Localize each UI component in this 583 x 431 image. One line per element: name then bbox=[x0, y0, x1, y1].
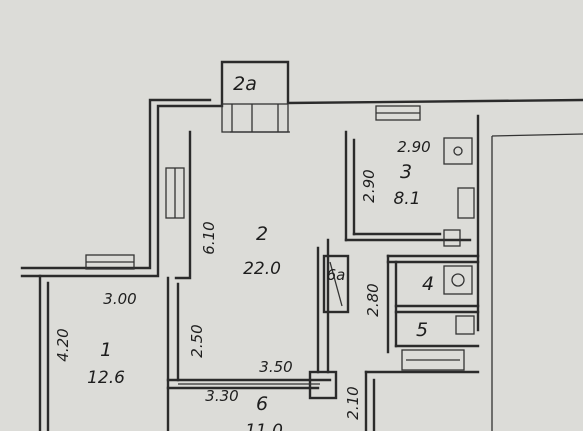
dim-room1-width: 3.00 bbox=[103, 290, 136, 308]
dim-room3-length: 2.90 bbox=[360, 169, 378, 202]
toilet bbox=[443, 265, 473, 295]
room-2a-number: 2а bbox=[233, 73, 257, 95]
room-1-number: 1 bbox=[100, 339, 112, 361]
dim-room2-side: 2.50 bbox=[188, 324, 206, 357]
dim-room2-length: 6.10 bbox=[200, 221, 218, 254]
dim-room3-width: 2.90 bbox=[397, 138, 430, 156]
dim-hall-length: 2.10 bbox=[344, 386, 362, 419]
room-1-area: 12.6 bbox=[87, 368, 125, 388]
interior-walls bbox=[166, 130, 480, 431]
room-2-area: 22.0 bbox=[243, 259, 281, 279]
dim-corridor-length: 2.80 bbox=[364, 283, 382, 316]
dim-room2-bottom: 3.50 bbox=[259, 358, 292, 376]
sink-room3 bbox=[443, 137, 473, 165]
room-6-area: 11.0 bbox=[245, 421, 283, 431]
room-2-number: 2 bbox=[256, 223, 268, 245]
dimension-labels: 3.00 4.20 6.10 2.50 3.50 2.90 2.90 2.80 … bbox=[54, 138, 431, 420]
room-6-number: 6 bbox=[256, 393, 268, 415]
dim-room1-length: 4.20 bbox=[54, 328, 72, 361]
room-5-number: 5 bbox=[416, 319, 428, 341]
room-labels: 2а 2 22.0 3 8.1 4 5 6а 1 12.6 6 11.0 bbox=[87, 73, 434, 431]
bath-sink bbox=[455, 315, 475, 335]
room-4-number: 4 bbox=[422, 273, 434, 295]
bathtub bbox=[401, 349, 465, 371]
dim-room6-width: 3.30 bbox=[205, 387, 238, 405]
stove bbox=[457, 187, 475, 219]
fixtures bbox=[178, 104, 475, 385]
room-3-number: 3 bbox=[400, 161, 412, 183]
room-3-area: 8.1 bbox=[393, 189, 420, 209]
room-6a-number: 6а bbox=[327, 266, 346, 284]
